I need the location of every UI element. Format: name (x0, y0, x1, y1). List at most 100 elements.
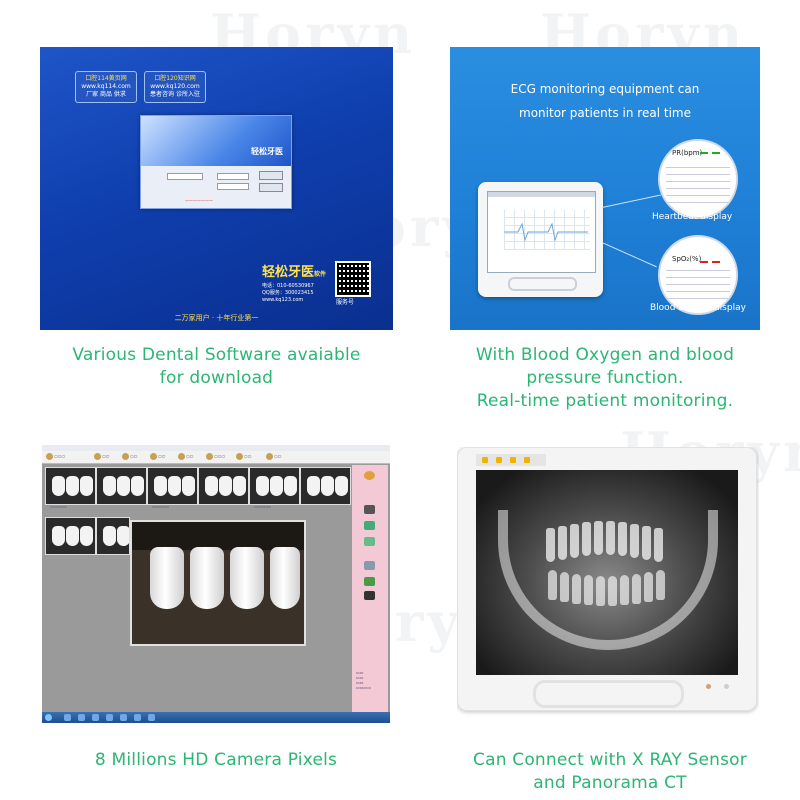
login-button[interactable] (259, 171, 283, 180)
video-icon[interactable] (364, 521, 375, 530)
tool-sidebar: ▭▭▭▭▭▭▭▭▭▭ (352, 465, 388, 713)
heartbeat-indicator (700, 152, 708, 154)
print-icon[interactable] (364, 561, 375, 570)
brand-name: 轻松牙医 (262, 265, 315, 280)
screen-titlebar (488, 192, 595, 197)
power-button-icon[interactable] (724, 684, 729, 689)
leader-line-heartbeat (602, 194, 661, 208)
start-button[interactable] (45, 714, 52, 721)
toolbar-button[interactable]: ▭▭ (150, 453, 166, 460)
toolbar-button[interactable]: ▭▭ (122, 453, 138, 460)
preview-tooth (190, 547, 224, 609)
oxygen-indicator (712, 261, 720, 263)
badge-subtitle: 厂家 商品 供求 (86, 91, 126, 98)
qr-code-icon (335, 261, 371, 297)
capture-thumbnail[interactable] (45, 517, 96, 555)
caption-line: and Panorama CT (533, 773, 687, 793)
capture-thumbnail[interactable] (249, 467, 300, 505)
xray-monitor-device (457, 447, 759, 717)
toolbar-icon (524, 457, 530, 463)
thumbnail-timestamp: ▭▭▭▭▭▭ (50, 505, 68, 509)
kq120-badge: 口腔120知识网 www.kq120.com 患者咨询 诊所入驻 (144, 71, 206, 103)
login-brand: 轻松牙医 (251, 147, 283, 156)
contact-qq: QQ服务：300023415 (262, 290, 314, 296)
xray-tooth (642, 526, 651, 560)
capture-thumbnail[interactable] (96, 517, 130, 555)
xray-tooth (570, 524, 579, 558)
layers-icon[interactable] (364, 537, 375, 546)
heartbeat-display: PR(bpm) (658, 139, 738, 219)
contact-phone: 电话：010-60530967 (262, 283, 314, 289)
badge-url: www.kq114.com (81, 83, 131, 90)
window-titlebar (42, 445, 390, 451)
taskbar-app[interactable] (92, 714, 99, 721)
toolbar-icon (510, 457, 516, 463)
contact-info: 电话：010-60530967 QQ服务：300023415 www.kq123… (262, 283, 314, 304)
monitor-handle (533, 680, 684, 708)
ecg-title: ECG monitoring equipment can monitor pat… (450, 77, 760, 125)
brand-suffix: 软件 (314, 271, 327, 278)
leader-line-oxygen (601, 242, 657, 268)
toolbar: ▭▭▭ ▭▭ ▭▭ ▭▭ ▭▭ ▭▭▭ ▭▭ ▭▭ (42, 451, 390, 464)
caption-camera: 8 Millions HD Camera Pixels (42, 749, 390, 772)
film-icon[interactable] (364, 505, 375, 514)
download-icon[interactable] (364, 591, 375, 600)
ecg-grid (504, 210, 590, 250)
capture-thumbnail[interactable] (198, 467, 249, 505)
oxygen-label: SpO₂(%) (672, 255, 702, 263)
caption-line: Various Dental Software avaiable (72, 345, 361, 365)
kq114-badge: 口腔114黄页网 www.kq114.com 厂家 商品 供求 (75, 71, 137, 103)
xray-tooth (656, 570, 665, 600)
capture-thumbnail[interactable] (45, 467, 96, 505)
caption-software: Various Dental Software avaiable for dow… (40, 344, 393, 390)
password-field[interactable] (217, 173, 249, 180)
toolbar-button[interactable]: ▭▭ (236, 453, 252, 460)
monitor-toolbar (476, 454, 546, 466)
xray-tooth (630, 524, 639, 558)
export-icon[interactable] (364, 577, 375, 586)
power-led-icon (706, 684, 711, 689)
xray-tooth (572, 574, 581, 604)
preview-tooth (230, 547, 264, 609)
oxygen-display: SpO₂(%) (658, 235, 738, 315)
toolbar-button[interactable]: ▭▭▭ (46, 453, 65, 460)
xray-tooth (620, 575, 629, 605)
toolbar-button[interactable]: ▭▭ (94, 453, 110, 460)
caption-ecg: With Blood Oxygen and blood pressure fun… (440, 344, 770, 413)
exit-button[interactable] (259, 183, 283, 192)
caption-line: Can Connect with X RAY Sensor (473, 750, 747, 770)
preview-tooth (270, 547, 300, 609)
oxygen-indicator (700, 261, 708, 263)
toolbar-icon (496, 457, 502, 463)
taskbar-app[interactable] (120, 714, 127, 721)
password-field-2[interactable] (217, 183, 249, 190)
caption-xray: Can Connect with X RAY Sensor and Panora… (445, 749, 775, 795)
heartbeat-table (666, 163, 730, 203)
capture-thumbnail[interactable] (96, 467, 147, 505)
software-brand: 轻松牙医软件 (262, 261, 326, 280)
capture-thumbnail[interactable] (147, 467, 198, 505)
toolbar-button[interactable]: ▭▭ (266, 453, 282, 460)
xray-tooth (606, 521, 615, 555)
taskbar-app[interactable] (148, 714, 155, 721)
palette-icon[interactable] (364, 471, 375, 480)
username-field[interactable] (167, 173, 203, 180)
taskbar-app[interactable] (64, 714, 71, 721)
xray-tooth (558, 526, 567, 560)
caption-line: 8 Millions HD Camera Pixels (94, 750, 338, 770)
capture-thumbnail[interactable] (300, 467, 351, 505)
xray-tooth (582, 522, 591, 556)
xray-tooth (618, 522, 627, 556)
toolbar-button[interactable]: ▭▭ (178, 453, 194, 460)
xray-tooth (546, 528, 555, 562)
badge-title: 口腔114黄页网 (85, 75, 127, 82)
taskbar-app[interactable] (78, 714, 85, 721)
software-slogan: 二万家用户 · 十年行业第一 (174, 314, 259, 322)
toolbar-button[interactable]: ▭▭▭ (206, 453, 225, 460)
taskbar-app[interactable] (106, 714, 113, 721)
taskbar-app[interactable] (134, 714, 141, 721)
contact-website: www.kq123.com (262, 297, 304, 303)
camera-software-screenshot: ▭▭▭ ▭▭ ▭▭ ▭▭ ▭▭ ▭▭▭ ▭▭ ▭▭ ▭▭▭▭▭▭ ▭▭▭▭▭▭ … (42, 445, 390, 723)
caption-line: Real-time patient monitoring. (476, 391, 734, 411)
login-dialog: 轻松牙医 ——————— (140, 115, 292, 209)
